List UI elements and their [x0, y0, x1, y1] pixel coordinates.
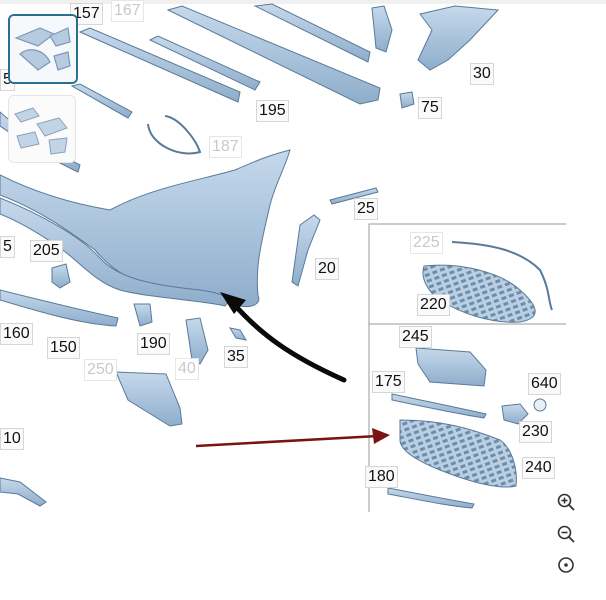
- callout-label[interactable]: 10: [0, 428, 24, 450]
- callout-label[interactable]: 175: [372, 371, 405, 393]
- upper-bar-195[interactable]: [166, 5, 381, 105]
- callout-label[interactable]: 25: [354, 198, 378, 220]
- strip-5[interactable]: [0, 289, 119, 327]
- callout-label[interactable]: 230: [519, 421, 552, 443]
- upper-trim-167[interactable]: [148, 35, 261, 91]
- callout-label[interactable]: 190: [137, 333, 170, 355]
- top-border: [0, 0, 606, 4]
- wire-187[interactable]: [147, 115, 202, 155]
- callout-label[interactable]: 75: [418, 97, 442, 119]
- lamp-surround-250[interactable]: [115, 371, 183, 427]
- callout-label[interactable]: 35: [224, 346, 248, 368]
- callout-label[interactable]: 180: [365, 466, 398, 488]
- callout-label[interactable]: 40: [175, 358, 199, 380]
- zoom-out-icon: [557, 525, 575, 543]
- pointer-arrowhead-red: [372, 428, 390, 444]
- zoom-in-button[interactable]: [549, 485, 583, 519]
- callout-label[interactable]: 220: [417, 294, 450, 316]
- reset-view-button[interactable]: [549, 548, 583, 582]
- pin-35[interactable]: [228, 327, 248, 341]
- callout-label[interactable]: 250: [84, 359, 117, 381]
- callout-label[interactable]: 245: [399, 326, 432, 348]
- bracket-30[interactable]: [417, 5, 500, 71]
- callout-label[interactable]: 20: [315, 258, 339, 280]
- strip-20[interactable]: [291, 214, 321, 287]
- callout-label[interactable]: 167: [111, 0, 144, 22]
- top-beam[interactable]: [253, 3, 371, 63]
- bracket-upper-right[interactable]: [371, 5, 393, 53]
- wire-225[interactable]: [451, 241, 553, 311]
- callout-label[interactable]: 30: [470, 63, 494, 85]
- ring-640[interactable]: [533, 398, 547, 412]
- lower-left-bracket[interactable]: [0, 477, 47, 507]
- thumbnail-detail-image: [9, 96, 75, 162]
- callout-label[interactable]: 240: [522, 457, 555, 479]
- callout-label[interactable]: 150: [47, 337, 80, 359]
- strip-180[interactable]: [387, 487, 475, 509]
- part-40[interactable]: [185, 317, 209, 365]
- callout-label[interactable]: 195: [256, 100, 289, 122]
- zoom-in-icon: [557, 493, 575, 511]
- callout-label[interactable]: 640: [528, 373, 561, 395]
- part-190[interactable]: [133, 303, 153, 327]
- housing-245[interactable]: [415, 347, 487, 387]
- pointer-arrow-red: [195, 434, 379, 448]
- grille-240[interactable]: [399, 419, 517, 488]
- pointer-arrow-black: [229, 299, 347, 383]
- thin-strip-left[interactable]: [70, 83, 133, 119]
- callout-label[interactable]: 187: [209, 136, 242, 158]
- clip-75[interactable]: [399, 91, 415, 109]
- part-205[interactable]: [51, 263, 71, 289]
- target-icon: [558, 557, 574, 573]
- thumbnail-overview-image: [10, 16, 76, 82]
- thumbnail-detail[interactable]: [8, 95, 76, 163]
- upper-trim-157[interactable]: [78, 27, 241, 103]
- sensor-230[interactable]: [501, 403, 529, 425]
- pointer-arrowhead-black: [220, 292, 246, 314]
- callout-label[interactable]: 157: [70, 3, 103, 25]
- zoom-out-button[interactable]: [549, 517, 583, 551]
- callout-label[interactable]: 160: [0, 323, 33, 345]
- callout-label[interactable]: 225: [410, 232, 443, 254]
- callout-label[interactable]: 205: [30, 240, 63, 262]
- rod-25[interactable]: [329, 187, 379, 205]
- thumbnail-overview[interactable]: [8, 14, 78, 84]
- strip-175[interactable]: [391, 393, 487, 419]
- group-frame-lower: [368, 323, 566, 512]
- callout-label[interactable]: 5: [0, 236, 15, 258]
